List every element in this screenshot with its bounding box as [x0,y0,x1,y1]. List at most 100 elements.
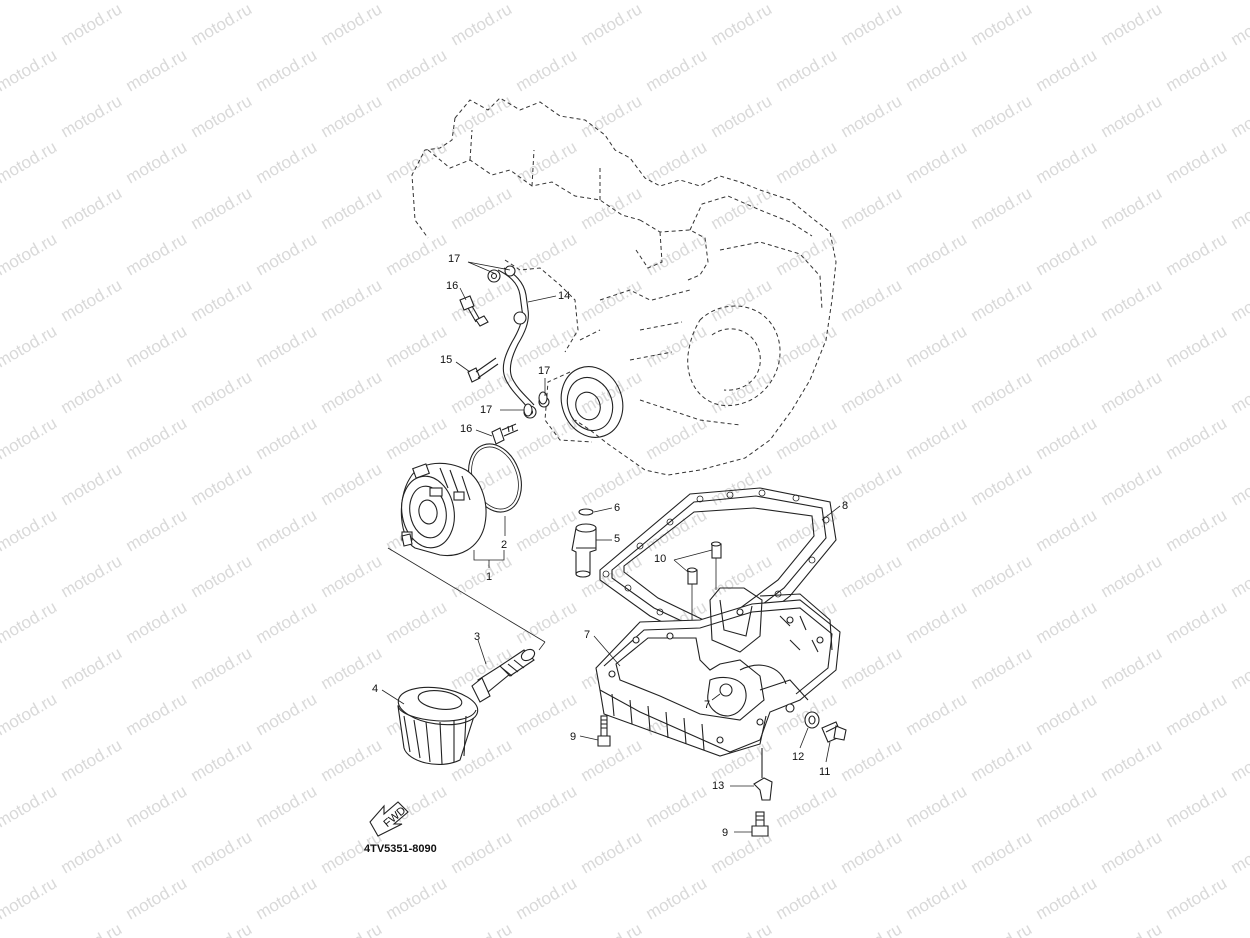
watermark-text: motod.ru [1228,643,1250,693]
watermark-text: motod.ru [58,275,126,325]
callout-5: 5 [614,533,620,545]
watermark-text: motod.ru [383,873,451,923]
watermark-text: motod.ru [838,0,906,49]
bolt-9-lower [751,811,769,837]
watermark-text: motod.ru [1033,137,1101,187]
watermark-text: motod.ru [968,827,1036,877]
watermark-text: motod.ru [513,873,581,923]
leader-lines [381,261,841,833]
watermark-text: motod.ru [903,873,971,923]
watermark-text: motod.ru [123,137,191,187]
watermark-text: motod.ru [838,367,906,417]
drain-gasket [804,711,820,729]
union-bolt [471,648,536,703]
watermark-text: motod.ru [1228,459,1250,509]
watermark-text: motod.ru [578,735,646,785]
watermark-text: motod.ru [1098,827,1166,877]
watermark-text: motod.ru [1228,275,1250,325]
watermark-text: motod.ru [578,0,646,49]
watermark-text: motod.ru [253,873,321,923]
watermark-text: motod.ru [383,597,451,647]
watermark-text: motod.ru [1098,91,1166,141]
watermark-text: motod.ru [383,229,451,279]
callout-7-left: 7 [584,629,590,641]
callout-17-right: 17 [538,365,550,377]
watermark-text: motod.ru [253,137,321,187]
callout-labels: 17 16 14 15 17 17 16 2 1 3 4 6 5 8 10 7 … [372,253,848,839]
watermark-text: motod.ru [708,367,776,417]
watermark-text: motod.ru [383,0,451,3]
watermark-text: motod.ru [513,137,581,187]
watermark-text: motod.ru [773,137,841,187]
watermark-text: motod.ru [318,735,386,785]
watermark-text: motod.ru [578,91,646,141]
watermark-text: motod.ru [903,45,971,95]
watermark-text: motod.ru [1098,459,1166,509]
watermark-text: motod.ru [1228,91,1250,141]
watermark-text: motod.ru [123,0,191,3]
oil-pan [595,587,841,757]
watermark-text: motod.ru [1163,505,1231,555]
watermark-text: motod.ru [968,275,1036,325]
watermark-text: motod.ru [968,551,1036,601]
watermark-text: motod.ru [188,0,256,49]
watermark-text: motod.ru [1098,551,1166,601]
callout-3: 3 [474,631,480,643]
callout-14: 14 [558,290,570,302]
watermark-text: motod.ru [448,0,516,49]
watermark-text: motod.ru [1098,643,1166,693]
watermark-text: motod.ru [188,91,256,141]
watermark-text: motod.ru [708,551,776,601]
watermark-text: motod.ru [903,781,971,831]
watermark-text: motod.ru [578,275,646,325]
watermark-text: motod.ru [1033,781,1101,831]
watermark-text: motod.ru [383,45,451,95]
watermark-text: motod.ru [188,735,256,785]
watermark-text: motod.ru [188,919,256,938]
watermark-text: motod.ru [1033,321,1101,371]
watermark-text: motod.ru [253,321,321,371]
watermark-text: motod.ru [773,873,841,923]
callout-2: 2 [501,539,507,551]
watermark-text: motod.ru [773,781,841,831]
watermark-text: motod.ru [448,551,516,601]
watermark-text: motod.ru [383,137,451,187]
watermark-text: motod.ru [643,505,711,555]
watermark-text: motod.ru [968,643,1036,693]
watermark-text: motod.ru [318,459,386,509]
oil-cooler-housing [400,462,487,557]
watermark-text: motod.ru [1228,183,1250,233]
watermark-text: motod.ru [188,367,256,417]
watermark-text: motod.ru [773,0,841,3]
watermark-text: motod.ru [643,873,711,923]
watermark-text: motod.ru [773,229,841,279]
watermark-text: motod.ru [123,689,191,739]
watermark-text: motod.ru [643,0,711,3]
watermark-text: motod.ru [58,643,126,693]
watermark-text: motod.ru [708,919,776,938]
watermark-text: motod.ru [513,45,581,95]
watermark-text: motod.ru [0,781,60,831]
watermark-text: motod.ru [58,0,126,49]
watermark-text: motod.ru [253,413,321,463]
watermark-text: motod.ru [1033,0,1101,3]
watermark-text: motod.ru [58,459,126,509]
watermark-text: motod.ru [448,183,516,233]
watermark-text: motod.ru [968,367,1036,417]
bolt-9-left [597,715,611,747]
watermark-text: motod.ru [1098,919,1166,938]
watermark-text: motod.ru [253,689,321,739]
watermark-text: motod.ru [578,459,646,509]
watermark-text: motod.ru [123,45,191,95]
watermark-text: motod.ru [968,919,1036,938]
watermark-text: motod.ru [1098,735,1166,785]
callout-16-lower: 16 [460,423,472,435]
watermark-text: motod.ru [123,505,191,555]
engine-outline [411,97,837,476]
watermark-text: motod.ru [58,919,126,938]
watermark-text: motod.ru [58,183,126,233]
watermark-text: motod.ru [968,183,1036,233]
watermark-text: motod.ru [708,459,776,509]
watermark-text: motod.ru [1163,45,1231,95]
